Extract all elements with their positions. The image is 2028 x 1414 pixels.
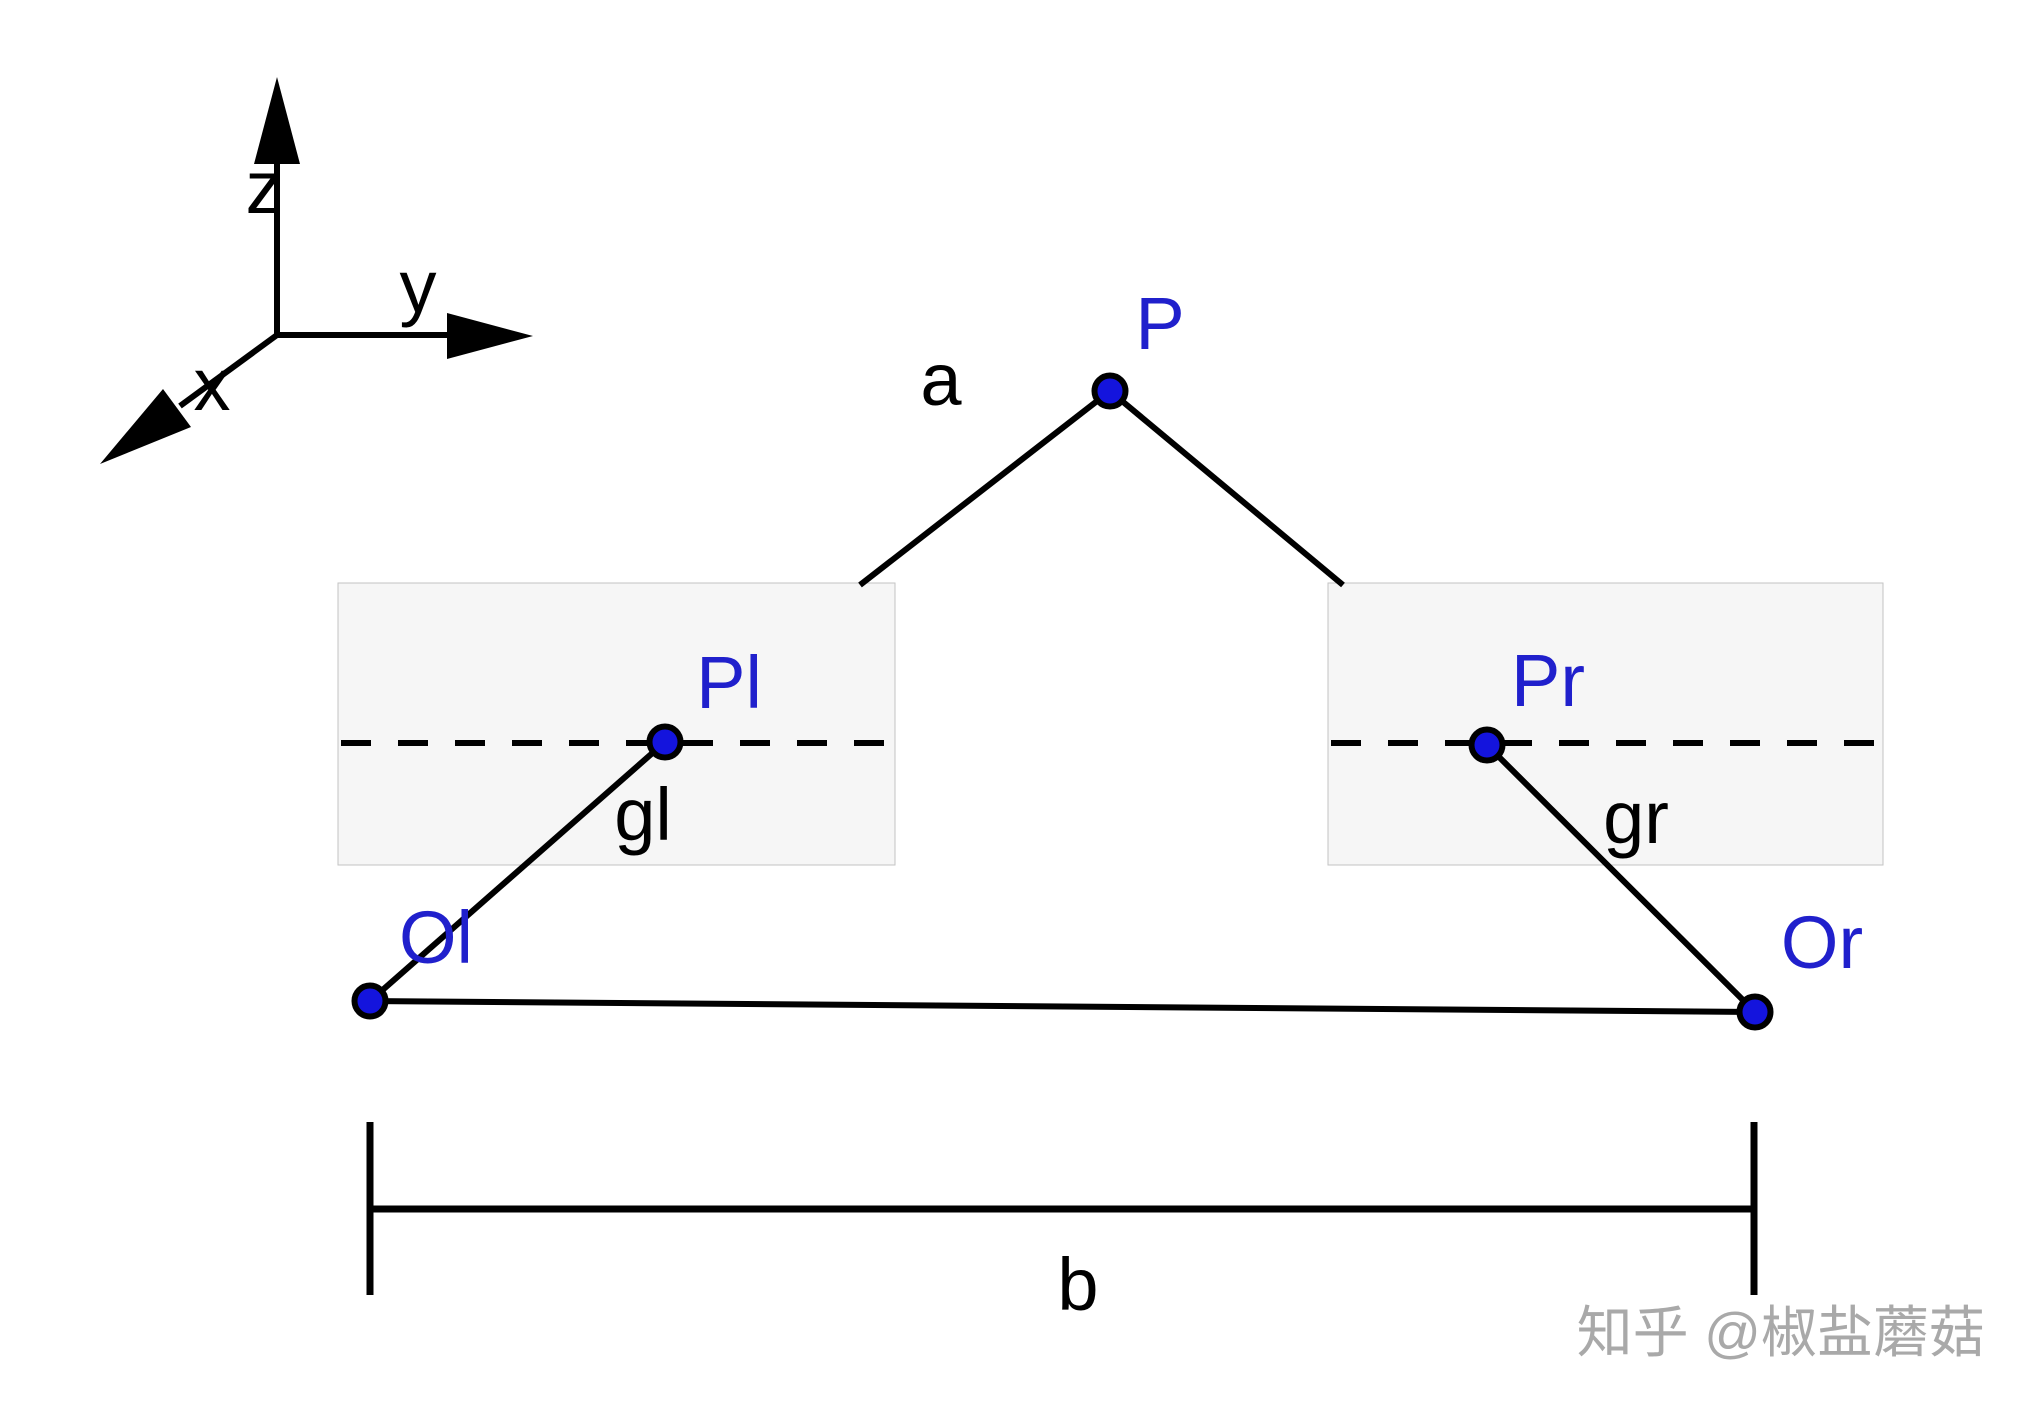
y-axis-label: y [400, 245, 437, 328]
point-Ol [351, 982, 389, 1020]
x-axis-label: x [194, 343, 231, 426]
x-axis-line [178, 332, 279, 409]
z-axis-arrowhead-icon [254, 77, 300, 164]
gr-ray-Pr-to-Or [1484, 742, 1758, 1015]
z-axis-label: z [246, 146, 283, 229]
label-P: P [1135, 282, 1184, 365]
label-Ol: Ol [399, 896, 473, 979]
point-Pl [646, 723, 684, 761]
left-image-plane [337, 582, 896, 866]
label-b: b [1057, 1243, 1098, 1326]
label-gl: gl [614, 773, 672, 856]
coordinate-axes: z y x [100, 77, 533, 464]
ray-P-to-left-plane [858, 388, 1112, 588]
label-Pr: Pr [1511, 639, 1585, 722]
baseline-Ol-Or [369, 998, 1756, 1015]
gl-ray-Pl-to-Ol [368, 739, 667, 1004]
x-axis-arrowhead-icon [100, 389, 191, 464]
label-Pl: Pl [696, 641, 762, 724]
ray-P-to-right-plane [1108, 388, 1345, 588]
zhihu-watermark: 知乎 @椒盐蘑菇 [1577, 1301, 1985, 1364]
baseline-measure-b [366, 1122, 1758, 1295]
point-P [1091, 372, 1129, 410]
label-gr: gr [1603, 776, 1669, 859]
y-axis-arrowhead-icon [447, 313, 533, 359]
label-a: a [920, 338, 962, 421]
label-Or: Or [1781, 901, 1863, 984]
point-Pr [1468, 726, 1506, 764]
point-Or [1736, 993, 1774, 1031]
right-image-plane [1327, 582, 1884, 866]
